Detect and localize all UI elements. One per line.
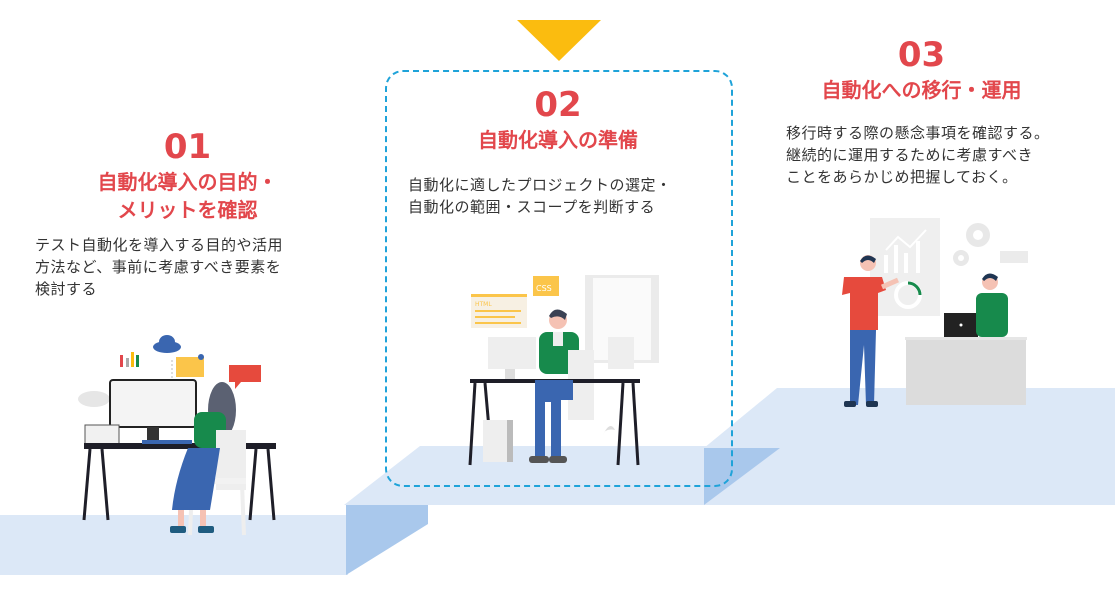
step-1-floor xyxy=(0,515,348,575)
step-number: 02 xyxy=(534,85,582,125)
step-title: 自動化導入の目的・ メリットを確認 xyxy=(97,170,278,222)
step-description: 自動化に適したプロジェクトの選定・ 自動化の範囲・スコープを判断する xyxy=(408,176,672,216)
step-2-riser xyxy=(346,505,428,575)
man-coding-illustration: HTML CSS xyxy=(468,275,659,466)
woman-at-computer-illustration xyxy=(78,335,276,536)
current-step-highlight xyxy=(385,70,733,487)
step-01: 01 自動化導入の目的・ メリットを確認 テスト自動化を導入する目的や活用 方法… xyxy=(30,130,345,300)
html-label: HTML xyxy=(475,301,492,308)
step-3-riser xyxy=(704,448,780,505)
css-label: CSS xyxy=(536,284,552,293)
team-presentation-illustration xyxy=(842,218,1028,407)
step-number: 01 xyxy=(163,127,212,167)
step-title: 自動化への移行・運用 xyxy=(821,78,1022,102)
step-description: テスト自動化を導入する目的や活用 方法など、事前に考慮すべき要素を 検討する xyxy=(35,236,284,298)
step-description: 移行時する際の懸念事項を確認する。 継続的に運用するために考慮すべき ことをあら… xyxy=(786,124,1050,186)
step-number: 03 xyxy=(897,35,946,75)
step-03: 03 自動化への移行・運用 移行時する際の懸念事項を確認する。 継続的に運用する… xyxy=(780,38,1100,188)
down-triangle-marker-icon xyxy=(517,20,601,61)
step-title: 自動化導入の準備 xyxy=(478,128,638,152)
step-02: 02 自動化導入の準備 自動化に適したプロジェクトの選定・ 自動化の範囲・スコー… xyxy=(400,88,716,218)
